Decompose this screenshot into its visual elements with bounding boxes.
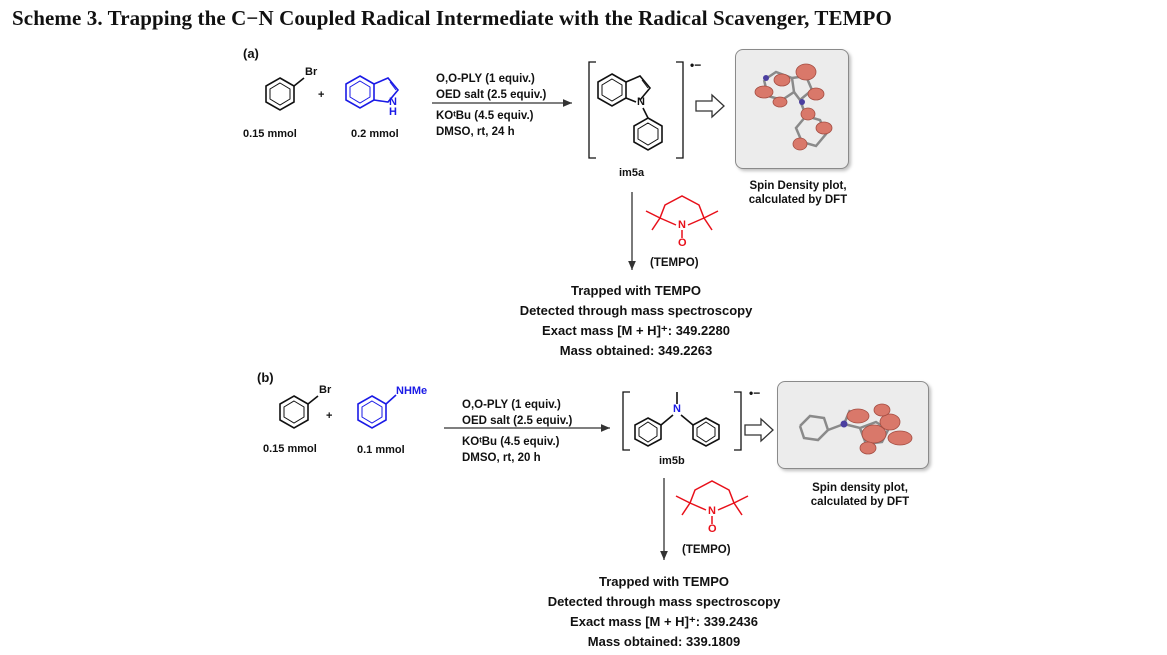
condition-line: KOᵗBu (4.5 equiv.) [462, 436, 560, 448]
condition-line: DMSO, rt, 20 h [462, 452, 541, 464]
radical-anion-charge-b: •− [749, 386, 761, 400]
dft-caption-line: calculated by DFT [748, 194, 848, 206]
condition-line: OED salt (2.5 equiv.) [436, 89, 547, 101]
radical-anion-charge-a: •− [690, 58, 702, 72]
condition-line: O,O-PLY (1 equiv.) [436, 73, 535, 85]
tempo-o-b: O [708, 523, 717, 535]
dft-caption-a: Spin Density plot, calculated by DFT [738, 179, 858, 207]
nh-label-a: N H [389, 96, 397, 118]
hollow-arrow-a [695, 93, 725, 119]
spin-density-plot-a [754, 63, 833, 151]
condition-line: DMSO, rt, 24 h [436, 126, 515, 138]
tempo-n-a: N [678, 219, 686, 231]
amount-2-b: 0.1 mmol [357, 444, 405, 456]
dft-caption-line: Spin Density plot, [749, 180, 847, 192]
result-line: Mass obtained: 339.1809 [587, 634, 741, 649]
intermediate-label-a: im5a [619, 167, 645, 179]
spin-density-image-b [777, 381, 929, 469]
result-line: Exact mass [M + H]⁺: 349.2280 [542, 323, 730, 338]
result-line: Detected through mass spectroscopy [547, 594, 781, 609]
hollow-arrow-b [744, 417, 774, 443]
result-line: Mass obtained: 349.2263 [559, 343, 713, 358]
n-label-b: N [673, 403, 681, 415]
results-b: Trapped with TEMPO Detected through mass… [528, 572, 800, 652]
nhme-label-b: NHMe [396, 385, 428, 397]
result-line: Exact mass [M + H]⁺: 339.2436 [570, 614, 758, 629]
amount-1-b: 0.15 mmol [263, 443, 317, 455]
result-line: Trapped with TEMPO [598, 574, 729, 589]
dft-caption-line: Spin density plot, [812, 482, 908, 494]
panel-a-label: (a) [243, 46, 259, 61]
tempo-b [675, 480, 749, 524]
results-a: Trapped with TEMPO Detected through mass… [500, 281, 772, 361]
bromobenzene-a [265, 77, 305, 111]
n-label-a: N [637, 96, 645, 108]
plus-a: + [318, 89, 325, 101]
n-phenylindole-a [597, 73, 663, 151]
dft-caption-b: Spin density plot, calculated by DFT [799, 481, 921, 509]
panel-b-label: (b) [257, 370, 274, 385]
plus-b: + [326, 410, 333, 422]
diarylamine-b [634, 392, 720, 447]
scheme-title: Scheme 3. Trapping the C−N Coupled Radic… [12, 6, 892, 30]
condition-line: KOᵗBu (4.5 equiv.) [436, 110, 534, 122]
tempo-label-b: (TEMPO) [682, 544, 731, 556]
indole-a [345, 75, 400, 109]
amount-2-a: 0.2 mmol [351, 128, 399, 140]
br-label-a: Br [305, 66, 318, 78]
conditions-a: O,O-PLY (1 equiv.) OED salt (2.5 equiv.)… [436, 71, 546, 140]
condition-line: O,O-PLY (1 equiv.) [462, 399, 561, 411]
tempo-n-b: N [708, 505, 716, 517]
amount-1-a: 0.15 mmol [243, 128, 297, 140]
result-line: Trapped with TEMPO [570, 283, 701, 298]
intermediate-label-b: im5b [659, 455, 685, 467]
spin-density-plot-b [798, 403, 913, 455]
spin-density-image-a [735, 49, 849, 169]
dft-caption-line: calculated by DFT [810, 496, 910, 508]
tempo-o-a: O [678, 237, 687, 249]
bracket-b [622, 391, 742, 451]
condition-line: OED salt (2.5 equiv.) [462, 415, 573, 427]
bracket-a [588, 61, 684, 159]
n-methylaniline-b [357, 394, 397, 429]
tempo-a [645, 195, 719, 238]
conditions-b: O,O-PLY (1 equiv.) OED salt (2.5 equiv.)… [462, 397, 572, 466]
result-line: Detected through mass spectroscopy [519, 303, 753, 318]
br-label-b: Br [319, 384, 332, 396]
tempo-label-a: (TEMPO) [650, 257, 699, 269]
bromobenzene-b [279, 395, 319, 429]
